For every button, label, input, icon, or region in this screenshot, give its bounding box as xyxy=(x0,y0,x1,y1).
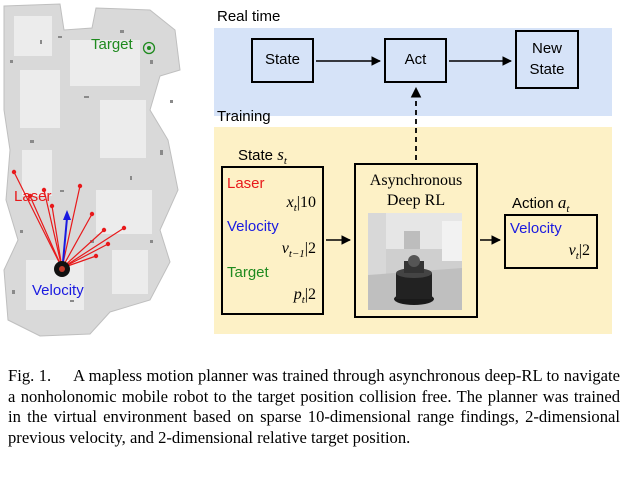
action-symbol: a xyxy=(557,193,567,212)
figure-caption: Fig. 1.A mapless motion planner was trai… xyxy=(8,366,620,448)
realtime-state-label: State xyxy=(264,51,301,69)
async-deep-rl-title: Asynchronous Deep RL xyxy=(369,172,463,209)
realtime-panel xyxy=(214,28,612,116)
velocity-sub: t−1 xyxy=(288,248,305,261)
map-laser-label: Laser xyxy=(14,188,52,205)
simulation-robot-image xyxy=(368,213,462,310)
state-target-term: pt|2 xyxy=(294,286,316,306)
map-target-label: Target xyxy=(91,36,133,53)
action-dim: |2 xyxy=(578,242,590,259)
state-target-label: Target xyxy=(227,264,269,281)
robot-icon xyxy=(54,261,70,277)
action-velocity-label: Velocity xyxy=(510,220,562,237)
state-symbol: s xyxy=(277,145,284,164)
realtime-heading: Real time xyxy=(217,8,281,25)
laser-dim: |10 xyxy=(296,194,316,211)
async-deep-rl-box: Asynchronous Deep RL xyxy=(354,163,478,318)
state-laser-label: Laser xyxy=(227,175,265,192)
target-var: p xyxy=(293,286,302,303)
realtime-new-state-label: New State xyxy=(529,40,565,78)
action-var: v xyxy=(568,242,576,259)
action-symbol-sub: t xyxy=(566,203,570,215)
action-velocity-term: vt|2 xyxy=(569,242,590,262)
target-sub: t xyxy=(301,294,305,307)
realtime-state-box: State xyxy=(251,38,314,83)
occupancy-map xyxy=(0,0,212,340)
laser-var: x xyxy=(286,194,294,211)
state-velocity-term: vt−1|2 xyxy=(282,240,316,260)
action-output-box: Velocity vt|2 xyxy=(504,214,598,269)
laser-sub: t xyxy=(293,202,297,215)
realtime-act-box: Act xyxy=(384,38,447,83)
state-input-box: Laser xt|10 Velocity vt−1|2 Target pt|2 xyxy=(221,166,324,315)
figure-caption-text: A mapless motion planner was trained thr… xyxy=(8,366,620,447)
velocity-var: v xyxy=(281,240,289,257)
figure-label: Fig. 1. xyxy=(8,366,52,385)
state-velocity-label: Velocity xyxy=(227,218,279,235)
action-title: Action at xyxy=(512,193,569,215)
action-var-sub: t xyxy=(575,250,579,263)
state-title: State st xyxy=(238,145,287,167)
realtime-act-label: Act xyxy=(404,51,427,69)
state-symbol-sub: t xyxy=(283,155,287,167)
target-dim: |2 xyxy=(304,286,316,303)
state-laser-term: xt|10 xyxy=(287,194,316,214)
training-heading: Training xyxy=(217,108,271,125)
map-velocity-label: Velocity xyxy=(32,282,84,299)
state-title-text: State xyxy=(238,147,274,164)
velocity-dim: |2 xyxy=(304,240,316,257)
realtime-new-state-box: New State xyxy=(515,30,579,89)
target-marker-icon xyxy=(142,41,156,55)
action-title-text: Action xyxy=(512,195,554,212)
